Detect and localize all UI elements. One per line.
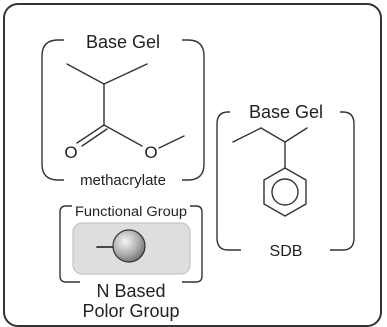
functional-footer-line2: Polor Group	[82, 301, 179, 321]
methacrylate-header-backing	[82, 32, 164, 52]
functional-header: Functional Group	[75, 204, 187, 219]
methacrylate-footer-backing	[77, 172, 169, 189]
methacrylate-bracket-left	[41, 39, 64, 181]
functional-footer-line1-backing	[93, 281, 169, 301]
sdb-panel: Base Gel SDB	[216, 102, 355, 260]
functional-footer-line1: N Based	[96, 281, 165, 301]
sdb-header-backing	[245, 102, 327, 122]
functional-header-backing	[72, 204, 190, 219]
carbonyl-oxygen-label: O	[64, 143, 77, 162]
benzene-ring	[263, 167, 307, 217]
functional-sphere-icon	[112, 229, 146, 263]
sdb-footer-backing	[266, 243, 306, 260]
methacrylate-panel: Base Gel methacrylate O O	[41, 32, 205, 189]
sdb-footer: SDB	[270, 243, 303, 260]
sdb-structure	[232, 127, 308, 217]
sdb-bracket-left	[216, 111, 241, 251]
functional-group-panel: Functional Group N Based Polor Group	[59, 204, 203, 321]
methacrylate-structure	[66, 63, 185, 149]
methacrylate-header: Base Gel	[86, 32, 160, 52]
sdb-header: Base Gel	[249, 102, 323, 122]
sdb-bracket-right	[330, 111, 355, 251]
ester-oxygen-label: O	[144, 143, 157, 162]
methacrylate-footer: methacrylate	[80, 172, 166, 189]
methacrylate-bracket-right	[182, 39, 205, 181]
benzene-aromatic-circle	[271, 178, 299, 206]
functional-bracket-right	[182, 205, 203, 283]
functional-bracket-left	[59, 205, 80, 283]
